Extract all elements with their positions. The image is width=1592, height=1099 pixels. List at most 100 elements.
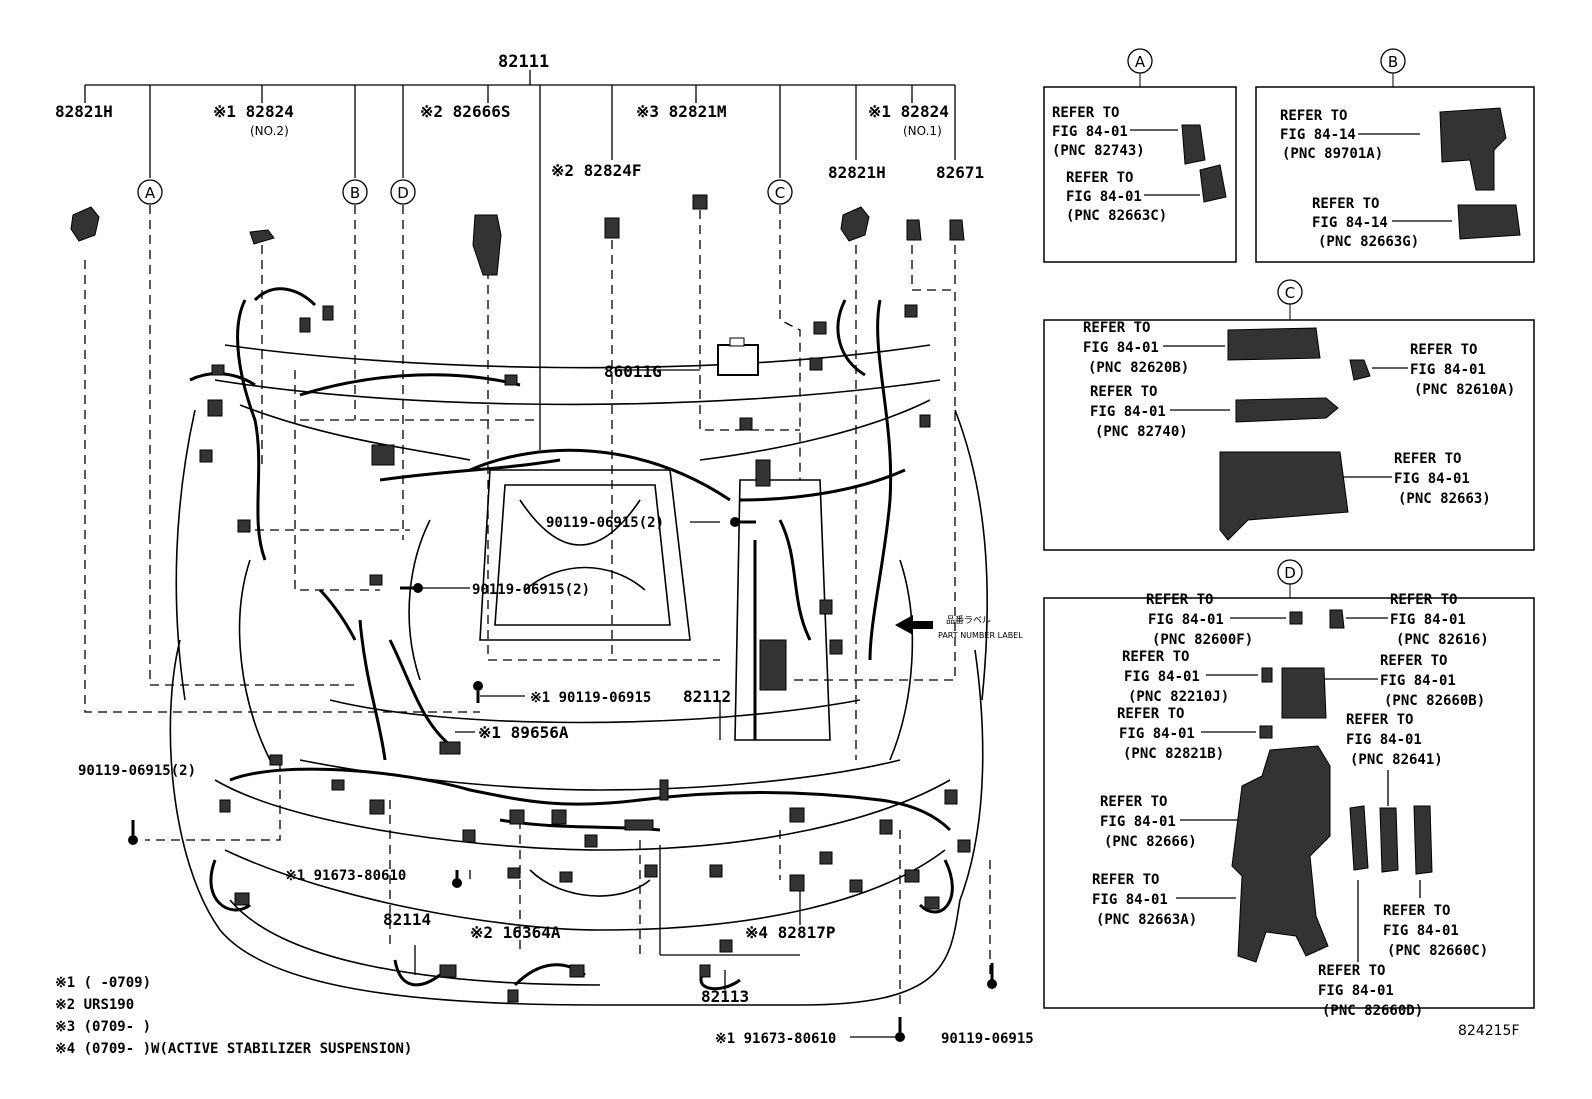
svg-text:REFER TO: REFER TO — [1100, 794, 1167, 810]
svg-text:REFER TO: REFER TO — [1380, 653, 1447, 669]
label-82821h-left: 82821H — [55, 102, 113, 121]
svg-text:REFER TO: REFER TO — [1146, 592, 1213, 608]
label-bolt-right: 90119-06915 — [941, 1031, 1034, 1047]
connector-82824-no2 — [249, 229, 275, 245]
callout-c: C — [767, 179, 793, 205]
detail-box-a: A REFER TO FIG 84-01 (PNC 82743) REFER T… — [1043, 48, 1237, 263]
vehicle-front-outline — [169, 344, 989, 1006]
label-82817p: ※4 82817P — [745, 923, 835, 942]
svg-text:(PNC 82616): (PNC 82616) — [1396, 632, 1489, 648]
label-no2: (NO.2) — [250, 124, 289, 138]
detail-box-c: C REFER TO FIG 84-01 (PNC 82620B) REFER … — [1043, 279, 1535, 551]
svg-text:REFER TO: REFER TO — [1390, 592, 1457, 608]
label-bolt-lower: ※1 90119-06915 — [530, 690, 651, 706]
svg-text:(PNC 82210J): (PNC 82210J) — [1128, 689, 1229, 705]
connector-82824f — [604, 217, 620, 239]
label-bolt-middle: 90119-06915(2) — [472, 582, 590, 598]
svg-text:(PNC 82663): (PNC 82663) — [1398, 491, 1491, 507]
label-82112: 82112 — [683, 687, 731, 706]
note-3: ※3 (0709- ) — [55, 1019, 151, 1035]
svg-text:FIG 84-01: FIG 84-01 — [1083, 340, 1159, 356]
bolts — [128, 517, 997, 1042]
bolt-89656a-icon — [473, 681, 483, 703]
svg-text:FIG 84-01: FIG 84-01 — [1394, 471, 1470, 487]
label-bolt-front2: ※1 91673-80610 — [715, 1031, 836, 1047]
svg-text:REFER TO: REFER TO — [1083, 320, 1150, 336]
callout-a: A — [137, 179, 163, 205]
svg-text:REFER TO: REFER TO — [1394, 451, 1461, 467]
svg-text:REFER TO: REFER TO — [1092, 872, 1159, 888]
svg-text:(PNC 82660D): (PNC 82660D) — [1322, 1003, 1423, 1019]
svg-text:FIG 84-01: FIG 84-01 — [1346, 732, 1422, 748]
svg-text:FIG 84-14: FIG 84-14 — [1312, 215, 1388, 231]
label-86011g: 86011G — [604, 362, 662, 381]
label-no1: (NO.1) — [903, 124, 942, 138]
connectors — [70, 194, 971, 1003]
svg-text:(PNC 89701A): (PNC 89701A) — [1282, 146, 1383, 162]
figure-id: 824215F — [1458, 1023, 1520, 1039]
svg-text:FIG 84-01: FIG 84-01 — [1100, 814, 1176, 830]
part-number-label-arrow — [895, 615, 933, 635]
svg-text:FIG 84-01: FIG 84-01 — [1383, 923, 1459, 939]
relay-86011g — [717, 337, 759, 376]
bolt-front1-icon — [452, 870, 462, 888]
label-82114: 82114 — [383, 910, 431, 929]
svg-text:FIG 84-01: FIG 84-01 — [1390, 612, 1466, 628]
label-leaders — [414, 369, 895, 1038]
svg-text:D: D — [397, 184, 409, 202]
svg-text:REFER TO: REFER TO — [1318, 963, 1385, 979]
label-82111: 82111 — [498, 52, 549, 72]
svg-text:(PNC 82660C): (PNC 82660C) — [1387, 943, 1488, 959]
label-82821m: ※3 82821M — [636, 102, 726, 121]
svg-text:(PNC 82743): (PNC 82743) — [1052, 143, 1145, 159]
label-82821h-right: 82821H — [828, 163, 886, 182]
svg-text:C: C — [1285, 284, 1295, 302]
svg-text:(PNC 82666): (PNC 82666) — [1104, 834, 1197, 850]
connector-82671 — [949, 219, 965, 241]
detail-box-b: B REFER TO FIG 84-14 (PNC 89701A) REFER … — [1255, 48, 1535, 263]
label-89656a: ※1 89656A — [478, 723, 569, 742]
svg-text:(PNC 82663C): (PNC 82663C) — [1066, 208, 1167, 224]
label-bolt-upper: 90119-06915(2) — [546, 515, 664, 531]
detail-box-d: D REFER TO FIG 84-01 (PNC 82600F) REFER … — [1043, 559, 1535, 1019]
note-4: ※4 (0709- )W(ACTIVE STABILIZER SUSPENSIO… — [55, 1041, 412, 1057]
label-bolt-front1: ※1 91673-80610 — [285, 868, 406, 884]
connector-82666s — [472, 214, 502, 276]
bolt-middle-icon — [400, 583, 423, 593]
svg-text:REFER TO: REFER TO — [1383, 903, 1450, 919]
svg-text:(PNC 82660B): (PNC 82660B) — [1384, 693, 1485, 709]
label-part-number-en: PART NUMBER LABEL — [938, 631, 1023, 640]
part-labels: 82111 82821H ※1 82824 (NO.2) ※2 82666S ※… — [55, 52, 1034, 1047]
svg-text:(PNC 82600F): (PNC 82600F) — [1152, 632, 1253, 648]
svg-text:REFER TO: REFER TO — [1346, 712, 1413, 728]
note-1: ※1 ( -0709) — [55, 975, 151, 991]
svg-text:B: B — [350, 184, 360, 202]
svg-text:(PNC 82641): (PNC 82641) — [1350, 752, 1443, 768]
svg-text:FIG 84-01: FIG 84-01 — [1092, 892, 1168, 908]
svg-text:B: B — [1388, 53, 1398, 71]
label-bolt-left: 90119-06915(2) — [78, 763, 196, 779]
label-82824-no2: ※1 82824 — [213, 102, 294, 121]
svg-text:REFER TO: REFER TO — [1066, 170, 1133, 186]
svg-text:REFER TO: REFER TO — [1312, 196, 1379, 212]
label-82824f: ※2 82824F — [551, 161, 641, 180]
label-82824-no1: ※1 82824 — [868, 102, 949, 121]
svg-text:(PNC 82821B): (PNC 82821B) — [1123, 746, 1224, 762]
bolt-upper-icon — [730, 517, 756, 527]
connector-82824-no1 — [906, 219, 922, 241]
label-82666s: ※2 82666S — [420, 102, 510, 121]
label-82671: 82671 — [936, 163, 984, 182]
svg-text:(PNC 82740): (PNC 82740) — [1095, 424, 1188, 440]
svg-text:A: A — [145, 184, 156, 202]
label-16364a: ※2 16364A — [470, 923, 561, 942]
svg-text:FIG 84-14: FIG 84-14 — [1280, 127, 1356, 143]
svg-text:(PNC 82610A): (PNC 82610A) — [1414, 382, 1515, 398]
svg-text:REFER TO: REFER TO — [1280, 108, 1347, 124]
svg-text:FIG 84-01: FIG 84-01 — [1410, 362, 1486, 378]
svg-text:FIG 84-01: FIG 84-01 — [1124, 669, 1200, 685]
bolt-left-icon — [128, 820, 138, 845]
callout-d: D — [390, 179, 416, 205]
bolt-front2-icon — [895, 1017, 905, 1042]
